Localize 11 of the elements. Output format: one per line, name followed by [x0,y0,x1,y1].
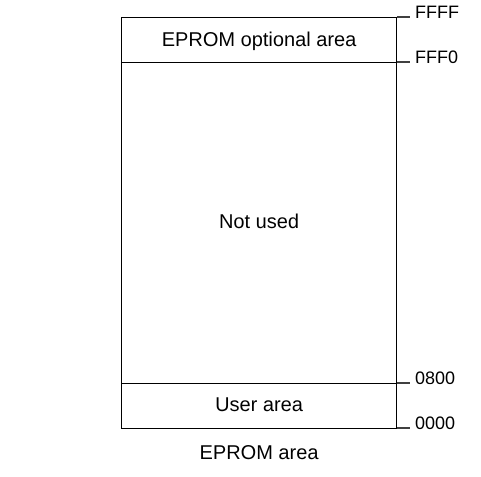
region-label: User area [215,394,303,417]
caption: EPROM area [198,442,320,465]
address-label: 0800 [415,369,456,387]
memory-region [121,62,397,384]
region-label: Not used [218,211,300,234]
address-label: 0000 [415,414,456,432]
memory-region [121,383,397,429]
address-label: FFF0 [415,48,458,66]
region-label: EPROM optional area [162,28,356,52]
memory-region [121,17,397,63]
address-label: FFFF [415,3,459,21]
